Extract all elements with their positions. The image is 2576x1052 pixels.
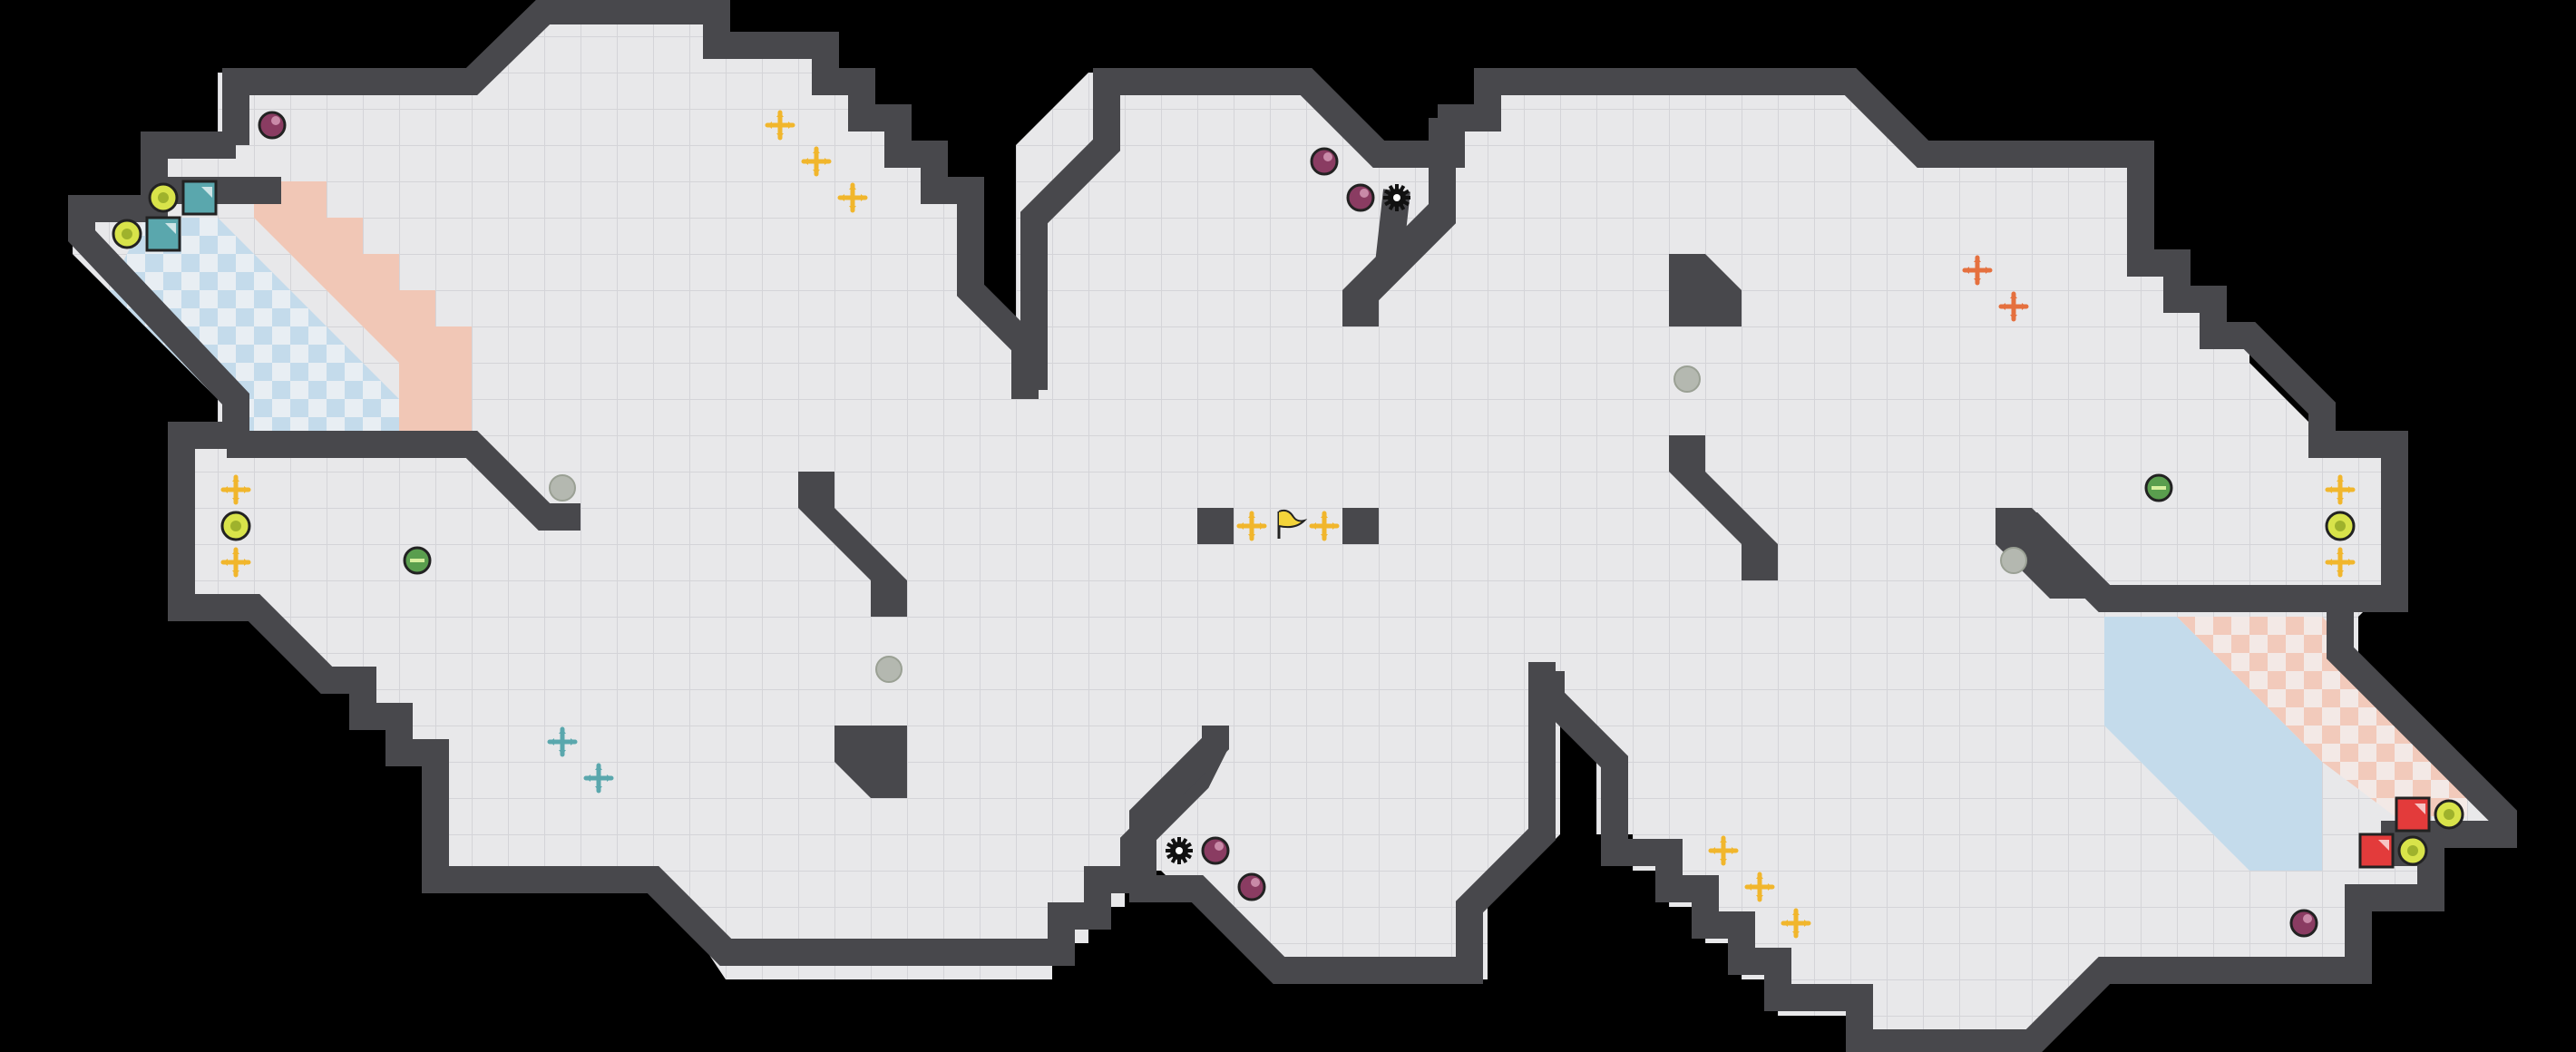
- gold-cross-icon: [2325, 474, 2356, 505]
- blue-flag-tile-icon: [145, 216, 181, 252]
- potion-icon: [2289, 909, 2318, 938]
- blue-flag-tile-icon: [181, 180, 218, 216]
- potion-icon: [1237, 872, 1266, 901]
- wall-outline-west-2: [68, 132, 1228, 966]
- wall-east-outline: [1537, 608, 2517, 1052]
- spiked-mine-icon: [1383, 184, 1410, 211]
- wall-block: [1342, 181, 1451, 326]
- gold-cross-icon: [801, 146, 832, 177]
- wall-block: [798, 472, 907, 617]
- gold-cross-icon: [1309, 511, 1340, 541]
- yellow-ring-icon: [220, 511, 251, 541]
- wall-block: [1669, 254, 1742, 326]
- wall-center-north: [1020, 68, 2408, 612]
- orange-cross-icon: [1998, 291, 2029, 322]
- grey-button-icon: [1673, 365, 1701, 393]
- teal-cross-icon: [583, 763, 614, 794]
- wall-block: [1342, 508, 1379, 544]
- orange-cross-icon: [1962, 255, 1993, 286]
- gold-cross-icon: [765, 110, 795, 141]
- gold-cross-icon: [1708, 835, 1739, 866]
- teal-cross-icon: [547, 726, 578, 757]
- red-flag-tile-icon: [2358, 833, 2395, 869]
- grey-button-icon: [2000, 547, 2027, 574]
- flag-icon: [1277, 509, 1308, 539]
- wall-block: [1669, 435, 1778, 580]
- grey-button-icon: [875, 656, 903, 683]
- yellow-ring-icon: [2325, 511, 2356, 541]
- spiked-mine-icon: [1166, 837, 1193, 864]
- wall-outline-west: [222, 0, 1039, 399]
- gold-cross-icon: [1744, 872, 1775, 902]
- wall-blocks: [798, 181, 2104, 798]
- wall-block: [834, 726, 907, 798]
- potion-icon: [1310, 147, 1339, 176]
- green-portal-icon: [2144, 473, 2173, 502]
- grey-button-icon: [549, 474, 576, 502]
- red-team-zone: [254, 181, 2467, 816]
- green-portal-icon: [403, 546, 432, 575]
- yellow-ring-icon: [2397, 835, 2428, 866]
- wall-block: [1197, 508, 1234, 544]
- wall-west-lower: [227, 431, 581, 531]
- gold-cross-icon: [837, 182, 868, 213]
- gold-cross-icon: [220, 474, 251, 505]
- blue-team-zone: [109, 218, 2322, 871]
- potion-icon: [1346, 183, 1375, 212]
- yellow-ring-icon: [148, 182, 179, 213]
- red-flag-tile-icon: [2395, 796, 2431, 833]
- wall-block: [1995, 508, 2104, 599]
- yellow-ring-icon: [112, 219, 142, 249]
- gold-cross-icon: [2325, 547, 2356, 578]
- gold-cross-icon: [1236, 511, 1267, 541]
- gold-cross-icon: [1781, 908, 1811, 939]
- wall-center-south: [1129, 662, 1556, 984]
- potion-icon: [1201, 836, 1230, 865]
- gold-cross-icon: [220, 547, 251, 578]
- potion-icon: [258, 111, 287, 140]
- yellow-ring-icon: [2434, 799, 2464, 830]
